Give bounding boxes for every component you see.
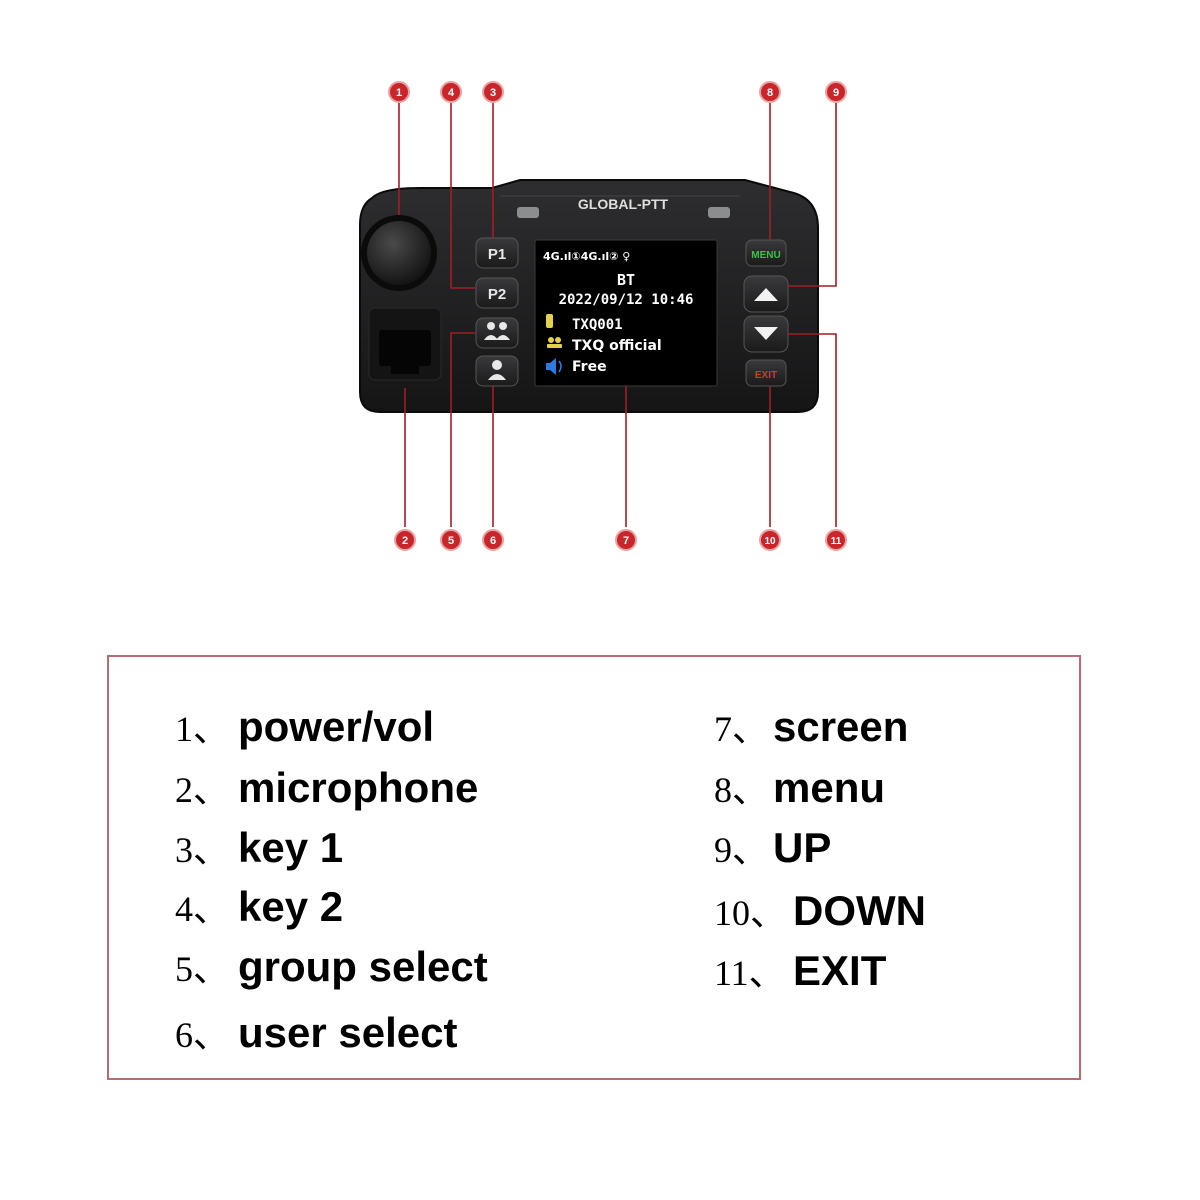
phone-icon bbox=[546, 314, 553, 328]
up-key[interactable] bbox=[744, 276, 788, 312]
legend-item: 7、 screen bbox=[714, 700, 908, 752]
p1-key[interactable]: P1 bbox=[476, 238, 518, 268]
svg-text:11: 11 bbox=[831, 536, 842, 547]
brand-logo: GLOBAL-PTT bbox=[578, 196, 669, 212]
down-key[interactable] bbox=[744, 316, 788, 352]
legend-item: 11、 EXIT bbox=[714, 944, 886, 996]
screen: 4G.ıl①4G.ıl② ♀ BT 2022/09/12 10:46 TXQ00… bbox=[535, 240, 717, 386]
legend-item: 5、 group select bbox=[175, 940, 488, 992]
legend-item: 2、 microphone bbox=[175, 761, 478, 813]
svg-text:6: 6 bbox=[490, 535, 496, 547]
legend-label: microphone bbox=[238, 764, 478, 812]
legend-item: 1、 power/vol bbox=[175, 700, 434, 752]
callout-marker: 8 bbox=[760, 82, 780, 102]
user-select-key[interactable] bbox=[476, 356, 518, 386]
legend-number: 3、 bbox=[175, 821, 238, 873]
radio-device: GLOBAL-PTT P1 P2 bbox=[360, 180, 818, 412]
svg-text:2: 2 bbox=[402, 535, 408, 547]
legend-label: menu bbox=[773, 764, 885, 812]
legend-label: screen bbox=[773, 703, 908, 751]
legend-label: group select bbox=[238, 943, 488, 991]
indicator-led-left bbox=[517, 207, 539, 218]
legend-number: 5、 bbox=[175, 940, 238, 992]
legend-label: key 2 bbox=[238, 883, 343, 931]
legend-number: 2、 bbox=[175, 761, 238, 813]
legend-label: UP bbox=[773, 824, 831, 872]
callout-marker: 5 bbox=[441, 530, 461, 550]
legend-item: 4、 key 2 bbox=[175, 880, 343, 932]
legend-label: power/vol bbox=[238, 703, 434, 751]
menu-key[interactable]: MENU bbox=[746, 240, 786, 266]
legend-number: 8、 bbox=[714, 761, 773, 813]
callout-marker: 1 bbox=[389, 82, 409, 102]
svg-text:MENU: MENU bbox=[751, 250, 780, 261]
svg-text:3: 3 bbox=[490, 87, 496, 99]
microphone-jack[interactable] bbox=[369, 308, 441, 380]
legend-label: key 1 bbox=[238, 824, 343, 872]
svg-text:P1: P1 bbox=[488, 246, 506, 263]
indicator-led-right bbox=[708, 207, 730, 218]
device-diagram: GLOBAL-PTT P1 P2 bbox=[0, 0, 1200, 640]
legend-number: 1、 bbox=[175, 700, 238, 752]
legend-number: 4、 bbox=[175, 880, 238, 932]
callout-marker: 7 bbox=[616, 530, 636, 550]
svg-text:1: 1 bbox=[396, 87, 402, 99]
callout-marker: 10 bbox=[760, 530, 780, 550]
screen-mode: BT bbox=[617, 271, 635, 289]
svg-text:P2: P2 bbox=[488, 286, 506, 303]
legend-item: 3、 key 1 bbox=[175, 821, 343, 873]
legend-item: 6、 user select bbox=[175, 1006, 457, 1058]
legend-label: DOWN bbox=[793, 887, 926, 935]
callout-marker: 9 bbox=[826, 82, 846, 102]
p2-key[interactable]: P2 bbox=[476, 278, 518, 308]
status-bar: 4G.ıl①4G.ıl② ♀ bbox=[543, 250, 630, 263]
legend-label: EXIT bbox=[793, 947, 886, 995]
legend-number: 7、 bbox=[714, 700, 773, 752]
callout-marker: 3 bbox=[483, 82, 503, 102]
callout-marker: 2 bbox=[395, 530, 415, 550]
callout-marker: 4 bbox=[441, 82, 461, 102]
svg-text:9: 9 bbox=[833, 87, 839, 99]
screen-state: Free bbox=[572, 359, 607, 375]
power-volume-knob[interactable] bbox=[361, 215, 437, 291]
exit-key[interactable]: EXIT bbox=[746, 360, 786, 386]
screen-user: TXQ001 bbox=[572, 317, 623, 333]
legend-item: 9、 UP bbox=[714, 821, 831, 873]
legend-item: 8、 menu bbox=[714, 761, 885, 813]
legend-number: 11、 bbox=[714, 944, 793, 996]
callout-marker: 6 bbox=[483, 530, 503, 550]
screen-group: TXQ official bbox=[572, 338, 662, 354]
legend-label: user select bbox=[238, 1009, 457, 1057]
legend-item: 10、 DOWN bbox=[714, 884, 926, 936]
callout-marker: 11 bbox=[826, 530, 846, 550]
group-select-key[interactable] bbox=[476, 318, 518, 348]
svg-text:10: 10 bbox=[764, 536, 776, 547]
svg-text:4: 4 bbox=[448, 87, 455, 99]
legend-number: 10、 bbox=[714, 884, 793, 936]
svg-text:5: 5 bbox=[448, 535, 454, 547]
legend-number: 6、 bbox=[175, 1006, 238, 1058]
svg-text:8: 8 bbox=[767, 87, 773, 99]
screen-datetime: 2022/09/12 10:46 bbox=[559, 292, 694, 308]
svg-text:7: 7 bbox=[623, 535, 629, 547]
legend-number: 9、 bbox=[714, 821, 773, 873]
svg-text:EXIT: EXIT bbox=[755, 370, 777, 381]
